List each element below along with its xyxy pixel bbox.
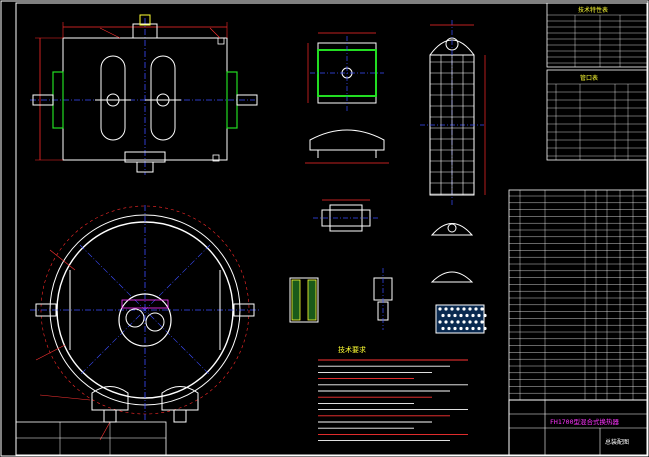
plate-hole bbox=[474, 307, 478, 311]
plate-hole bbox=[480, 320, 484, 324]
spec-table-rows bbox=[547, 14, 647, 67]
small-part-details bbox=[289, 199, 485, 334]
plan-view bbox=[30, 205, 260, 441]
nozzle-table: 管口表 bbox=[546, 69, 648, 161]
plate-hole bbox=[462, 320, 466, 324]
plate-hole bbox=[441, 313, 445, 318]
plate-hole bbox=[456, 307, 460, 311]
perforated-plate-holes bbox=[438, 307, 487, 331]
plate-hole bbox=[441, 326, 445, 331]
plate-hole bbox=[438, 320, 442, 324]
plate-hole bbox=[480, 307, 484, 311]
plate-hole bbox=[453, 326, 457, 331]
tube-grid-lines bbox=[430, 55, 474, 195]
plate-hole bbox=[477, 326, 481, 331]
plate-hole bbox=[477, 313, 481, 318]
title-project: FH1700型混合式换热器 bbox=[550, 417, 619, 426]
plate-hole bbox=[471, 313, 475, 318]
side-elevation-view bbox=[30, 14, 258, 175]
plate-hole bbox=[483, 326, 487, 331]
nozzle-table-rows bbox=[547, 83, 647, 160]
plate-hole bbox=[447, 313, 451, 318]
plate-hole bbox=[450, 307, 454, 311]
nozzle-table-title: 管口表 bbox=[580, 74, 598, 82]
notes-heading: 技术要求 bbox=[338, 345, 366, 354]
revision-strip bbox=[15, 421, 167, 456]
plate-hole bbox=[465, 326, 469, 331]
plate-hole bbox=[456, 320, 460, 324]
technical-notes: 技术要求 bbox=[338, 345, 366, 354]
plate-hole bbox=[438, 307, 442, 311]
tube-bundle-detail bbox=[420, 20, 486, 205]
spec-table: 技术特性表 bbox=[546, 2, 648, 68]
plate-hole bbox=[459, 313, 463, 318]
top-section-detail bbox=[305, 32, 389, 164]
plate-hole bbox=[450, 320, 454, 324]
plate-hole bbox=[483, 313, 487, 318]
parts-list bbox=[508, 189, 648, 401]
plate-hole bbox=[468, 320, 472, 324]
plate-hole bbox=[462, 307, 466, 311]
plate-hole bbox=[468, 307, 472, 311]
plate-hole bbox=[465, 313, 469, 318]
plate-hole bbox=[453, 313, 457, 318]
spec-table-title: 技术特性表 bbox=[578, 6, 608, 14]
plate-hole bbox=[444, 307, 448, 311]
plate-hole bbox=[474, 320, 478, 324]
parts-list-rows bbox=[509, 190, 647, 400]
note-text-lines bbox=[318, 359, 468, 442]
plate-hole bbox=[459, 326, 463, 331]
title-sheet: 总装配图 bbox=[605, 438, 629, 446]
plate-hole bbox=[447, 326, 451, 331]
title-block: FH1700型混合式换热器 总装配图 bbox=[508, 399, 648, 456]
plate-hole bbox=[471, 326, 475, 331]
plate-hole bbox=[444, 320, 448, 324]
